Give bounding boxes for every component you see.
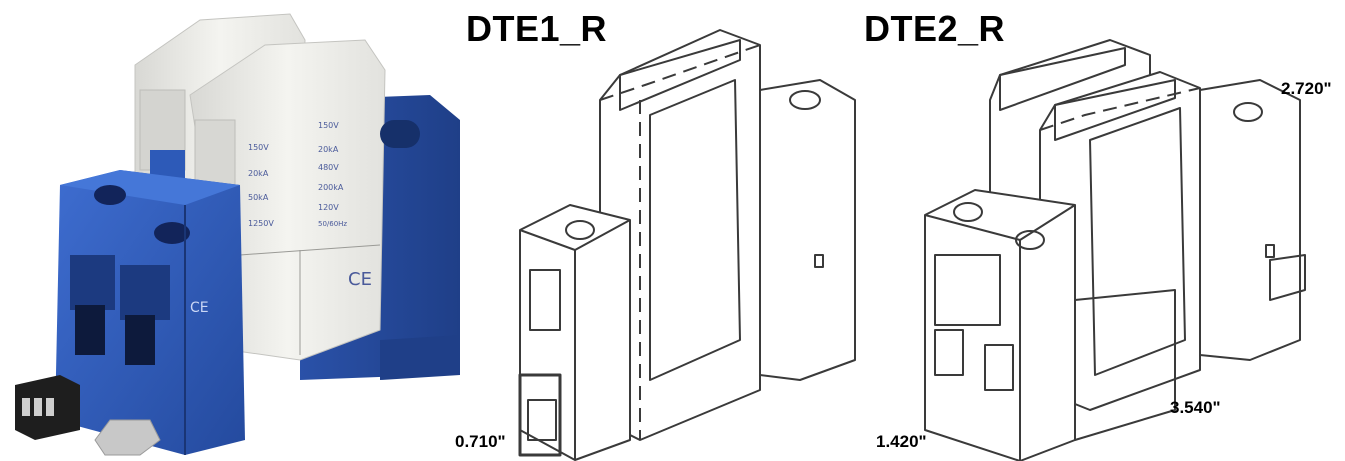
svg-text:150V: 150V (248, 143, 269, 152)
dimension-height: 2.720" (1281, 79, 1332, 98)
dimension-width-dte1: 0.710" (455, 432, 506, 451)
svg-text:150V: 150V (318, 121, 339, 130)
svg-text:200kA: 200kA (318, 183, 344, 192)
svg-text:20kA: 20kA (248, 169, 269, 178)
svg-text:50/60Hz: 50/60Hz (318, 220, 347, 228)
svg-text:480V: 480V (318, 163, 339, 172)
dimension-width-dte2: 1.420" (876, 432, 927, 451)
svg-text:50kA: 50kA (248, 193, 269, 202)
dimension-length: 3.540" (1170, 398, 1221, 417)
svg-text:CE: CE (348, 269, 372, 290)
svg-text:1250V: 1250V (248, 219, 274, 228)
svg-text:CE: CE (190, 300, 209, 316)
model-title-dte1: DTE1_R (466, 8, 608, 49)
svg-text:120V: 120V (318, 203, 339, 212)
svg-text:20kA: 20kA (318, 145, 339, 154)
model-title-dte2: DTE2_R (864, 8, 1006, 49)
